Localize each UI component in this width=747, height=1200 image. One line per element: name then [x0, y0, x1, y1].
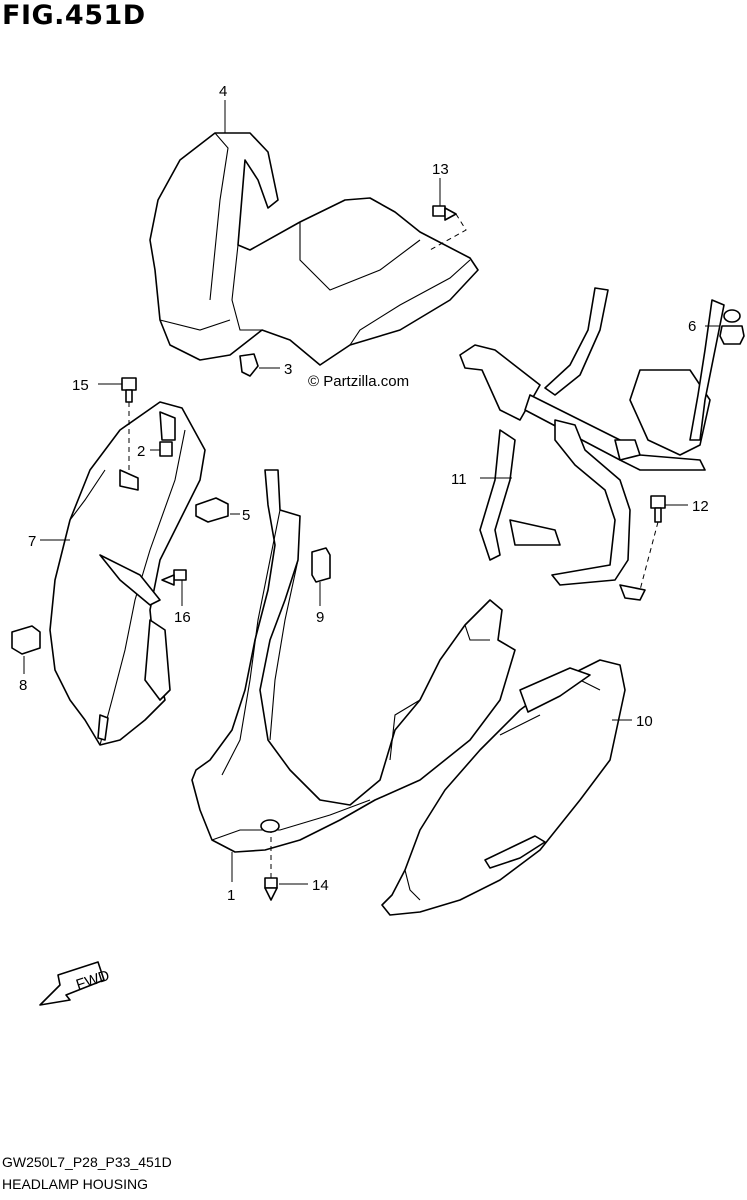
part-8-cushion[interactable] [11, 625, 41, 655]
part-13-screw[interactable] [429, 205, 467, 251]
figure-title: FIG.451D [2, 0, 146, 31]
part-14-screw[interactable] [264, 832, 278, 901]
callout-6: 6 [688, 318, 696, 335]
callouts: 4 13 3 6 15 2 5 7 11 12 16 9 8 10 1 14 [19, 83, 709, 904]
callout-12: 12 [692, 498, 709, 515]
callout-1: 1 [227, 887, 235, 904]
callout-15: 15 [72, 377, 89, 394]
callout-2: 2 [137, 443, 145, 460]
part-15-bolt[interactable] [121, 377, 137, 470]
callout-7: 7 [28, 533, 36, 550]
fwd-arrow-icon: FWD [39, 961, 112, 1006]
part-10-right-cover[interactable] [381, 659, 626, 916]
callout-10: 10 [636, 713, 653, 730]
callout-8: 8 [19, 677, 27, 694]
part-6-rivet[interactable] [719, 309, 745, 345]
diagram-code: GW250L7_P28_P33_451D [2, 1154, 172, 1170]
callout-3: 3 [284, 361, 292, 378]
callout-13: 13 [432, 161, 449, 178]
callout-5: 5 [242, 507, 250, 524]
leader-lines [23, 100, 720, 885]
part-1-lower-cowl[interactable] [191, 469, 516, 853]
callout-9: 9 [316, 609, 324, 626]
part-12-bolt[interactable] [639, 495, 666, 591]
watermark: © Partzilla.com [308, 373, 410, 390]
diagram-name: HEADLAMP HOUSING [2, 1176, 148, 1192]
part-16-screw[interactable] [161, 569, 187, 586]
part-2-nut[interactable] [159, 441, 173, 457]
part-5-cushion[interactable] [195, 497, 229, 523]
callout-14: 14 [312, 877, 329, 894]
callout-4: 4 [219, 83, 227, 100]
part-4-headlamp-cowl[interactable] [149, 132, 479, 366]
part-3-clip[interactable] [239, 353, 259, 377]
part-9-cushion[interactable] [311, 547, 331, 583]
part-11-headlamp-bracket[interactable] [459, 287, 725, 601]
callout-11: 11 [451, 471, 467, 488]
callout-16: 16 [174, 609, 191, 626]
